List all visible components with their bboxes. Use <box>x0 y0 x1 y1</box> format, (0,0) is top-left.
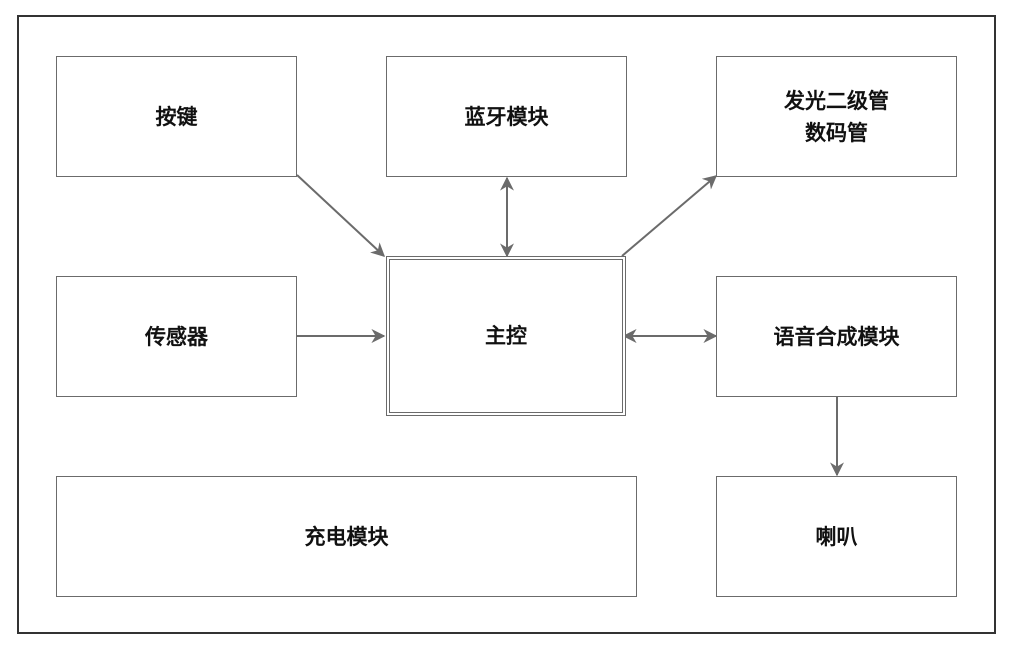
node-charge-label: 充电模块 <box>304 524 389 549</box>
node-main: 主控 <box>386 256 626 416</box>
node-led-label: 发光二级管 数码管 <box>784 88 889 145</box>
node-key: 按键 <box>56 56 297 177</box>
edge-key-to-main <box>296 174 386 257</box>
node-sensor-label: 传感器 <box>145 324 208 349</box>
node-main-label: 主控 <box>485 324 527 348</box>
node-speaker-label: 喇叭 <box>815 524 858 549</box>
node-speaker: 喇叭 <box>716 476 957 597</box>
node-voice: 语音合成模块 <box>716 276 957 397</box>
node-key-label: 按键 <box>155 104 198 129</box>
node-led: 发光二级管 数码管 <box>716 56 957 177</box>
node-voice-label: 语音合成模块 <box>773 324 900 349</box>
node-bluetooth-label: 蓝牙模块 <box>464 104 549 129</box>
node-sensor: 传感器 <box>56 276 297 397</box>
diagram-frame <box>17 15 996 634</box>
node-charge: 充电模块 <box>56 476 637 597</box>
edge-main-to-led <box>621 175 718 257</box>
node-bluetooth: 蓝牙模块 <box>386 56 627 177</box>
